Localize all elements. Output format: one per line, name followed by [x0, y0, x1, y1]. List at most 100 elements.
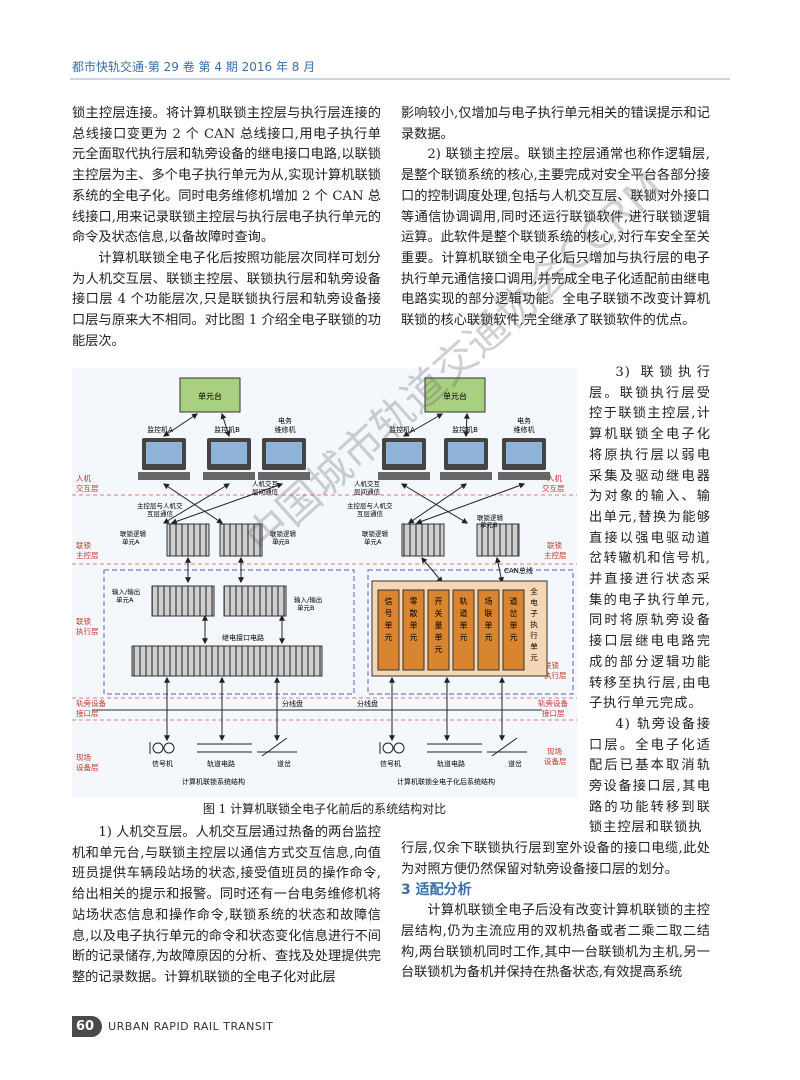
execution-unit-label: 岔 [510, 608, 518, 618]
switch-label: 道岔 [277, 759, 291, 768]
execution-unit-label: 单 [485, 620, 493, 630]
execution-unit-label: 元 [410, 633, 418, 642]
execution-unit [502, 589, 525, 671]
computer-icon [258, 438, 310, 480]
signal-icon [379, 742, 405, 754]
execution-unit-label: 场 [485, 597, 493, 606]
right-column-bottom: 行层,仅余下联锁执行层到室外设备的接口电缆,此处为对照方便仍然保留对轨旁设备接口… [401, 839, 710, 984]
logic-b-label: 联锁逻辑 [270, 529, 297, 538]
left-column-top: 锁主控层连接。将计算机联锁主控层与执行层连接的总线接口变更为 2 个 CAN 总… [72, 104, 381, 352]
header-rule [70, 78, 730, 80]
monitor-b-label: 监控机B [452, 425, 478, 434]
paragraph: 1) 人机交互层。人机交互层通过热备的两台监控机和单元台,与联锁主控层以通信方式… [72, 825, 381, 985]
ctrl-comm-label: 主控层与人机交 [137, 501, 183, 510]
footer: 60 URBAN RAPID RAIL TRANSIT [72, 1016, 273, 1037]
maint-label: 维修机 [514, 425, 535, 434]
ctrl-comm-label: 互层通信 [147, 509, 174, 518]
layer-label: 设备层 [76, 762, 99, 772]
full-electronic-unit-label: 单 [530, 641, 538, 651]
paragraph: 锁主控层连接。将计算机联锁主控层与执行层连接的总线接口变更为 2 个 CAN 总… [72, 106, 381, 246]
execution-unit-label: 量 [435, 621, 443, 630]
layer-label: 人机 [76, 473, 91, 483]
track-label: 轨道电路 [207, 759, 235, 768]
execution-unit-label: 道 [460, 608, 468, 618]
hmi-comm-label: 人机交互 [354, 479, 381, 488]
page-number: 60 [72, 1016, 103, 1037]
maint-label: 电务 [517, 416, 531, 425]
left-structure-caption: 计算机联锁系统结构 [182, 777, 245, 786]
execution-unit-label: 元 [485, 633, 493, 642]
layer-label: 现场 [547, 747, 562, 756]
execution-unit-label: 元 [385, 633, 393, 642]
paragraph: 4) 轨旁设备接口层。全电子化适配后已基本取消轨旁设备接口层,其电路的功能转移到… [589, 716, 711, 836]
maint-label: 电务 [278, 416, 292, 425]
hmi-comm-label: 层间通信 [252, 487, 279, 496]
execution-unit-label: 零 [410, 597, 418, 606]
layer-label: 联锁 [544, 660, 559, 670]
io-a-label: 单元A [116, 595, 134, 604]
execution-unit-label: 单 [385, 620, 393, 630]
execution-unit-label: 轨 [460, 596, 468, 606]
full-electronic-unit-label: 电 [530, 597, 538, 607]
logic-a-label: 联锁逻辑 [120, 529, 147, 538]
layer-label: 人机 [547, 473, 562, 483]
right-column-top: 影响较小,仅增加与电子执行单元相关的错误提示和记录数据。 2) 联锁主控层。联锁… [401, 104, 710, 332]
paragraph: 计算机联锁全电子化后按照功能层次同样可划分为人机交互层、联锁主控层、联锁执行层和… [72, 250, 381, 349]
ctrl-comm-label: 主控层与人机交 [347, 501, 393, 510]
track-label: 轨道电路 [437, 759, 465, 768]
logic-b-label: 单元B [272, 537, 289, 546]
section-heading: 3 适配分析 [401, 882, 472, 899]
computer-icon [498, 438, 550, 480]
execution-unit [402, 589, 425, 671]
io-a-label: 输入/输出 [112, 587, 140, 596]
paragraph: 2) 联锁主控层。联锁主控层通常也称作逻辑层,是整个联锁系统的核心,主要完成对安… [401, 147, 710, 329]
signal-label: 信号机 [152, 759, 173, 768]
unit-console-right: 单元台 [443, 391, 467, 401]
execution-unit [427, 589, 450, 671]
paragraph: 3) 联锁执行层。联锁执行层受控于联锁主控层,计算机联锁全电子化将原执行层以弱电… [589, 365, 711, 712]
computer-icon [378, 438, 430, 480]
computer-icon [440, 438, 492, 480]
paragraph: 计算机联锁全电子后没有改变计算机联锁的主控层结构,仍为主流应用的双机热备或者二乘… [401, 903, 710, 981]
layer-label: 设备层 [544, 756, 567, 766]
layer-label: 主控层 [544, 550, 567, 560]
paragraph: 行层,仅余下联锁执行层到室外设备的接口电缆,此处为对照方便仍然保留对轨旁设备接口… [401, 841, 710, 877]
execution-unit-label: 元 [435, 645, 443, 654]
execution-unit-label: 联 [485, 609, 493, 618]
journal-name: URBAN RAPID RAIL TRANSIT [108, 1020, 274, 1033]
logic-b-label: 联锁逻辑 [477, 513, 504, 522]
unit-console-left: 单元台 [198, 391, 222, 401]
left-column-bottom: 1) 人机交互层。人机交互层通过热备的两台监控机和单元台,与联锁主控层以通信方式… [72, 823, 381, 989]
hmi-comm-label: 层间通信 [354, 487, 381, 496]
layer-label: 接口层 [76, 708, 99, 718]
maint-label: 维修机 [275, 425, 296, 434]
execution-unit-label: 关 [435, 608, 443, 618]
can-bus-label: CAN总线 [504, 566, 533, 575]
io-b-label: 输入/输出 [294, 595, 322, 604]
full-electronic-unit-label: 执 [530, 619, 538, 629]
execution-unit [377, 589, 400, 671]
layer-label: 执行层 [544, 670, 567, 680]
logic-a-label: 单元A [122, 537, 140, 546]
io-b-label: 单元B [297, 603, 314, 612]
computer-icon [203, 438, 255, 480]
execution-unit-label: 道 [510, 596, 518, 606]
paragraph: 影响较小,仅增加与电子执行单元相关的错误提示和记录数据。 [401, 106, 710, 142]
layer-label: 现场 [76, 753, 91, 762]
switch-label: 道岔 [508, 759, 522, 768]
track-icon [197, 737, 527, 757]
execution-unit-label: 元 [460, 633, 468, 642]
splitter-label: 分线盘 [282, 699, 303, 708]
ctrl-comm-label: 互层通信 [357, 509, 384, 518]
right-narrow-column: 3) 联锁执行层。联锁执行层受控于联锁主控层,计算机联锁全电子化将原执行层以弱电… [589, 363, 711, 839]
logic-a-label: 单元A [364, 537, 382, 546]
full-electronic-unit-label: 行 [530, 630, 538, 640]
execution-unit-label: 单 [435, 632, 443, 642]
execution-unit-label: 散 [410, 608, 418, 618]
signal-icon [149, 742, 175, 754]
execution-unit-label: 信 [385, 596, 393, 606]
system-structure-figure: 单元台 单元台 监控机A 监控机B 电务 维修机 监控机A 监控机B 电务 维修… [72, 368, 577, 798]
layer-label: 联锁 [76, 616, 91, 626]
layer-label: 交互层 [76, 483, 99, 493]
execution-unit [477, 589, 500, 671]
